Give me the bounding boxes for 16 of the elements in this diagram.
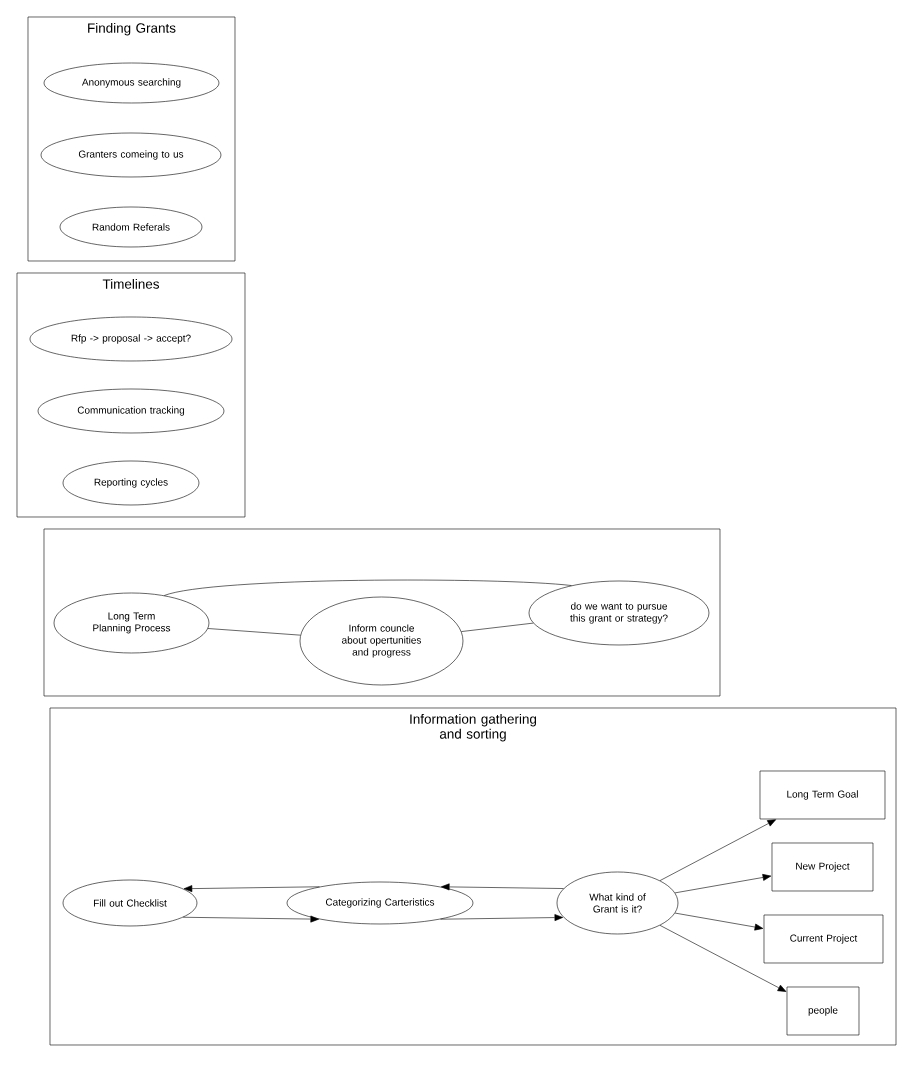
process-box: people (786, 986, 860, 1036)
process-box: New Project (771, 842, 874, 892)
process-box: Current Project (763, 914, 884, 964)
arrow (441, 883, 564, 891)
process-box: Long Term Goal (759, 770, 886, 820)
connector-line (207, 628, 301, 636)
empty-frame (43, 528, 721, 697)
arrow (183, 885, 320, 893)
arrow (674, 912, 764, 931)
arrow (674, 874, 772, 894)
arrow (182, 915, 319, 923)
arrow (659, 819, 776, 881)
arrow (440, 914, 564, 921)
connector-line (163, 579, 572, 596)
arrow (659, 925, 787, 992)
connector-line (461, 622, 534, 632)
